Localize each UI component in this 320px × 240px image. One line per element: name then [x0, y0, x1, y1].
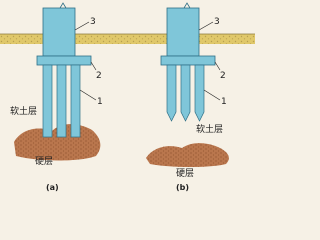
column-a	[42, 2, 76, 57]
pile-cap-a	[36, 55, 92, 66]
piles-b	[166, 64, 205, 122]
pile-a-1	[42, 64, 53, 138]
callout-2-b: 2	[220, 71, 226, 81]
leader-lines-a	[74, 21, 97, 101]
caption-a: (a)	[46, 183, 59, 192]
pile-a-3	[70, 64, 81, 138]
panel-a: 3 2 1 软土层 硬层 (a)	[10, 2, 103, 192]
diagram-svg: 3 2 1 软土层 硬层 (a) 3	[0, 2, 255, 192]
hard-layer-label-a: 硬层	[35, 156, 53, 167]
ground-surface	[0, 33, 255, 44]
callout-1-b: 1	[221, 97, 227, 107]
callout-3-a: 3	[90, 17, 96, 27]
pile-b-1	[166, 64, 177, 122]
leader-lines-b	[198, 21, 221, 101]
pile-foundation-diagram: 3 2 1 软土层 硬层 (a) 3	[0, 2, 255, 192]
column-b	[166, 2, 200, 57]
pile-b-2	[180, 64, 191, 122]
callout-1-a: 1	[97, 97, 103, 107]
soft-layer-label-a: 软土层	[10, 105, 37, 117]
soft-layer-label-b: 软土层	[196, 123, 223, 135]
hard-layer-b	[146, 143, 229, 167]
pile-b-3	[194, 64, 205, 122]
callout-3-b: 3	[214, 17, 220, 27]
callout-2-a: 2	[96, 71, 102, 81]
panel-b: 3 2 1 软土层 硬层 (b)	[146, 2, 229, 192]
caption-b: (b)	[176, 183, 189, 192]
pile-a-2	[56, 64, 67, 138]
hard-layer-label-b: 硬层	[176, 168, 194, 179]
pile-cap-b	[160, 55, 216, 66]
piles-a	[42, 64, 81, 138]
